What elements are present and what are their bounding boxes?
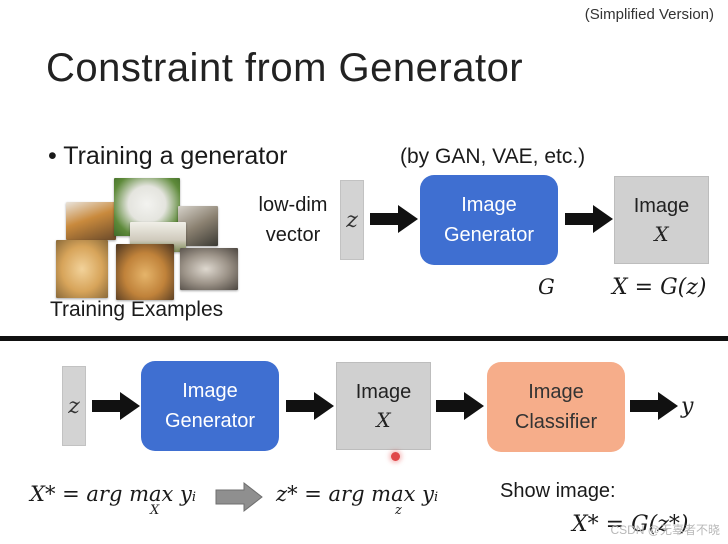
generator-equation: X = G(z) <box>612 275 707 300</box>
generator-label-line2: Generator <box>443 224 535 246</box>
classifier-output-y: y <box>681 394 694 419</box>
image-x-symbol: X <box>376 408 391 432</box>
training-examples-label: Training Examples <box>50 298 224 321</box>
right-arrow-icon <box>92 392 140 420</box>
low-dim-vector-label: low-dim vector <box>248 190 338 250</box>
image-generator-box-top: Image Generator <box>420 175 558 265</box>
image-label: Image <box>633 195 690 217</box>
slide-title: Constraint from Generator <box>46 46 524 90</box>
bullet-training-generator: • Training a generator <box>48 142 288 170</box>
classifier-label-line1: Image <box>528 381 584 403</box>
output-image-box-top: Image X <box>614 176 709 264</box>
objective-x-equation: X* = arg max yi <box>30 482 196 506</box>
eq1-sub-i: i <box>191 490 197 505</box>
generator-label-line2: Generator <box>164 410 256 432</box>
image-generator-box-bottom: Image Generator <box>141 361 279 451</box>
right-arrow-icon <box>286 392 334 420</box>
right-arrow-icon <box>630 392 678 420</box>
eq2-argmax-subscript: z <box>395 503 402 518</box>
doge-photo <box>56 240 108 298</box>
section-divider <box>0 336 728 341</box>
latent-vector-z-bottom: z <box>62 366 86 446</box>
cursor-marker <box>391 452 400 461</box>
version-note: (Simplified Version) <box>584 6 714 23</box>
z-symbol: z <box>346 207 358 233</box>
image-label: Image <box>355 381 412 403</box>
cat-photo <box>116 244 174 300</box>
right-arrow-icon <box>436 392 484 420</box>
eq2-main: z* = arg max y <box>276 482 435 506</box>
watermark: CSDN @无辜者不晓 <box>610 523 720 537</box>
generator-label-line1: Image <box>182 380 238 402</box>
eq1-argmax-subscript: X <box>150 503 160 518</box>
wolf-photo <box>180 248 238 290</box>
g-label: G <box>538 275 555 299</box>
z-symbol: z <box>68 393 80 419</box>
intermediate-image-box: Image X <box>336 362 431 450</box>
eq2-sub-i: i <box>434 490 439 505</box>
gray-implication-arrow-icon <box>215 481 263 513</box>
show-image-equation: X* = G(z*) <box>572 512 689 537</box>
image-classifier-box: Image Classifier <box>487 362 625 452</box>
vector-text: vector <box>265 224 321 246</box>
low-dim-text: low-dim <box>258 194 328 216</box>
image-x-symbol: X <box>654 222 669 246</box>
classifier-label-line2: Classifier <box>514 411 598 433</box>
training-examples-collage <box>56 178 242 300</box>
latent-vector-z-top: z <box>340 180 364 260</box>
generator-label-line1: Image <box>461 194 517 216</box>
show-image-label: Show image: <box>500 480 616 502</box>
tiger-photo <box>66 202 116 240</box>
model-examples-label: (by GAN, VAE, etc.) <box>400 145 586 168</box>
eq1-main: X* = arg max y <box>30 482 192 506</box>
right-arrow-icon <box>565 205 613 233</box>
right-arrow-icon <box>370 205 418 233</box>
objective-z-equation: z* = arg max yi <box>276 482 438 506</box>
